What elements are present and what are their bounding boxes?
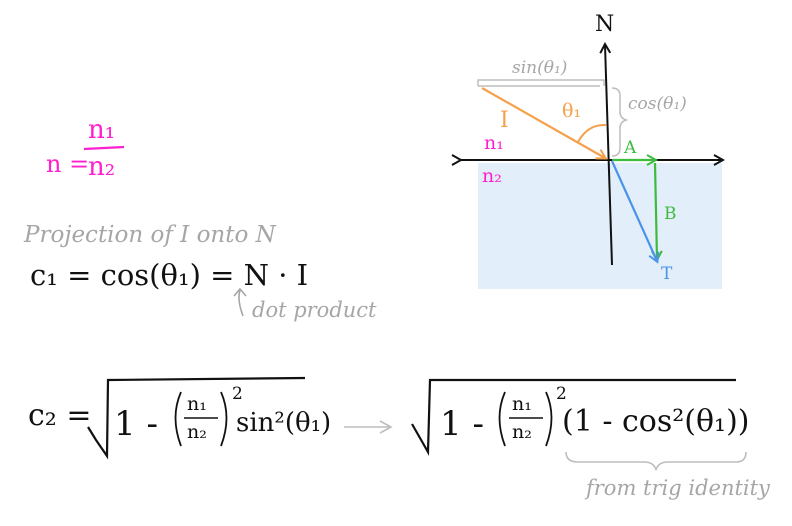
dot-product-pointer bbox=[238, 289, 244, 317]
one-minus-2: 1 - bbox=[440, 404, 484, 444]
b-label: B bbox=[664, 204, 677, 224]
n1-label: n₁ bbox=[484, 132, 504, 154]
radical-1 bbox=[87, 376, 306, 460]
identity-brace bbox=[565, 451, 747, 471]
sin-label: sin(θ₁) bbox=[512, 58, 568, 78]
incident-label: I bbox=[500, 108, 509, 133]
a-label: A bbox=[624, 138, 637, 158]
t-label: T bbox=[661, 264, 673, 284]
paren-1-right bbox=[220, 391, 228, 447]
vector-b bbox=[655, 162, 657, 259]
paren-1-left bbox=[174, 391, 182, 447]
one-minus-1: 1 - bbox=[114, 404, 158, 444]
normal-vector bbox=[605, 45, 613, 266]
exp-2: 2 bbox=[556, 384, 567, 404]
frac-1-num: n₁ bbox=[187, 393, 207, 415]
dot-product-note: dot product bbox=[252, 298, 377, 322]
cos-brace bbox=[611, 87, 629, 157]
frac-2-den: n₂ bbox=[512, 421, 532, 443]
incident-ray bbox=[481, 87, 605, 158]
n2-label: n₂ bbox=[482, 165, 502, 187]
radical-2 bbox=[411, 378, 736, 456]
cos-term: (1 - cos²(θ₁)) bbox=[562, 404, 750, 439]
trig-identity-note: from trig identity bbox=[586, 476, 770, 500]
exp-1: 2 bbox=[232, 384, 243, 404]
ratio-fraction-bar bbox=[83, 145, 125, 151]
theta-label: θ₁ bbox=[562, 100, 582, 122]
medium-2-region bbox=[478, 163, 722, 289]
projection-heading: Projection of I onto N bbox=[24, 222, 276, 248]
ratio-numerator: n₁ bbox=[88, 115, 116, 145]
cos-label: cos(θ₁) bbox=[628, 94, 687, 114]
ratio-lhs: n = bbox=[46, 150, 90, 178]
projection-equation: c₁ = cos(θ₁) = N · I bbox=[30, 258, 309, 292]
frac-1-den: n₂ bbox=[187, 421, 207, 443]
ratio-denominator: n₂ bbox=[88, 152, 116, 182]
normal-label: N bbox=[595, 12, 615, 37]
sin-bracket bbox=[477, 79, 605, 86]
c2-label: c₂ = bbox=[28, 398, 92, 433]
theta-arc bbox=[577, 123, 607, 143]
paren-2-left bbox=[498, 391, 506, 447]
frac-2-num: n₁ bbox=[512, 393, 532, 415]
transmitted-ray bbox=[610, 160, 657, 261]
paren-2-right bbox=[545, 391, 553, 447]
sin-term: sin²(θ₁) bbox=[236, 408, 332, 438]
dot-product-pointer-head bbox=[233, 287, 247, 297]
